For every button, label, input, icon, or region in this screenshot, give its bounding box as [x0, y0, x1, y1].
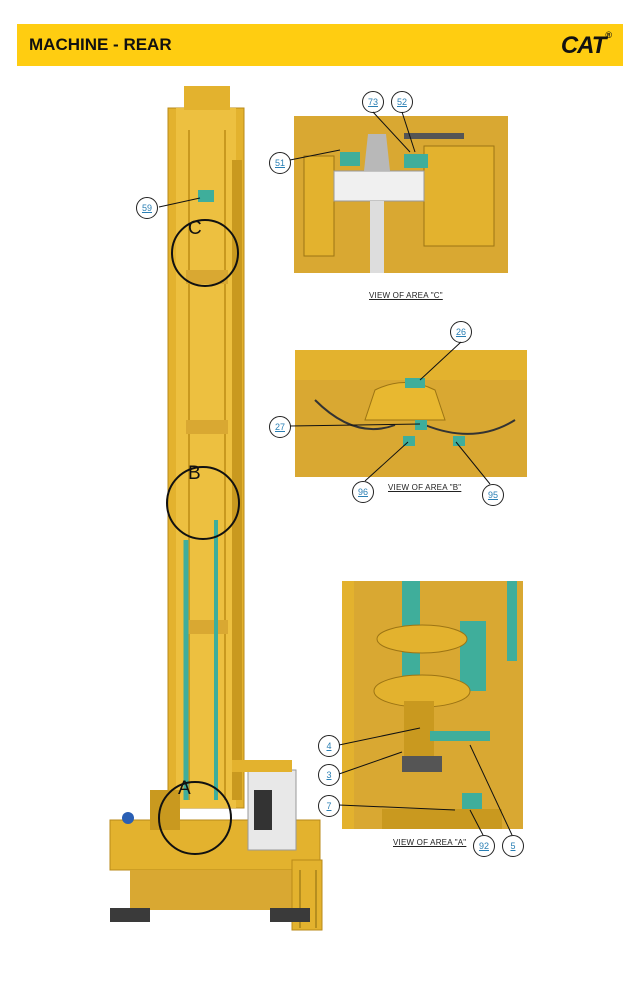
area-a-view — [342, 581, 523, 829]
callout-95[interactable]: 95 — [482, 484, 504, 506]
area-c-caption: VIEW OF AREA "C" — [369, 291, 443, 300]
callout-3[interactable]: 3 — [318, 764, 340, 786]
cat-logo: CAT® — [560, 30, 612, 59]
callout-51[interactable]: 51 — [269, 152, 291, 174]
area-b-caption: VIEW OF AREA "B" — [388, 483, 462, 492]
callout-96[interactable]: 96 — [352, 481, 374, 503]
area-c-label: C — [188, 218, 202, 239]
callout-73[interactable]: 73 — [362, 91, 384, 113]
callout-27[interactable]: 27 — [269, 416, 291, 438]
page-title: MACHINE - REAR — [29, 35, 172, 54]
callout-26[interactable]: 26 — [450, 321, 472, 343]
callout-5[interactable]: 5 — [502, 835, 524, 857]
callout-7[interactable]: 7 — [318, 795, 340, 817]
callout-59[interactable]: 59 — [136, 197, 158, 219]
area-b-label: B — [188, 463, 201, 484]
callout-52[interactable]: 52 — [391, 91, 413, 113]
page-header: MACHINE - REAR CAT® — [17, 24, 623, 66]
area-b-view — [295, 350, 527, 477]
callout-92[interactable]: 92 — [473, 835, 495, 857]
area-a-caption: VIEW OF AREA "A" — [393, 838, 467, 847]
area-c-view — [294, 116, 508, 273]
area-a-label: A — [178, 778, 191, 799]
callout-4[interactable]: 4 — [318, 735, 340, 757]
